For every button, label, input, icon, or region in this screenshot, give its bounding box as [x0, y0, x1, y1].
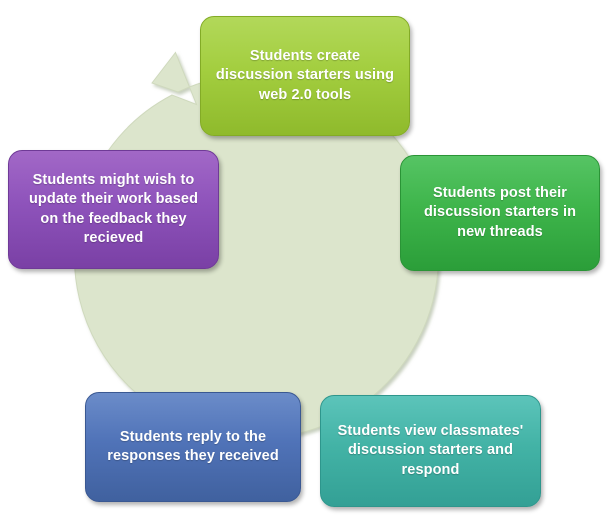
cycle-node-post[interactable]: Students post their discussion starters … — [400, 155, 600, 271]
cycle-node-update[interactable]: Students might wish to update their work… — [8, 150, 219, 269]
cycle-node-create-label: Students create discussion starters usin… — [215, 48, 395, 103]
cycle-node-reply-label: Students reply to the responses they rec… — [107, 428, 279, 464]
cycle-node-post-label: Students post their discussion starters … — [423, 185, 577, 240]
cycle-node-create[interactable]: Students create discussion starters usin… — [200, 16, 410, 136]
cycle-node-view[interactable]: Students view classmates' discussion sta… — [320, 395, 541, 507]
cycle-node-update-label: Students might wish to update their work… — [28, 172, 199, 246]
cycle-node-view-label: Students view classmates' discussion sta… — [337, 423, 524, 478]
cycle-node-reply[interactable]: Students reply to the responses they rec… — [85, 392, 301, 502]
